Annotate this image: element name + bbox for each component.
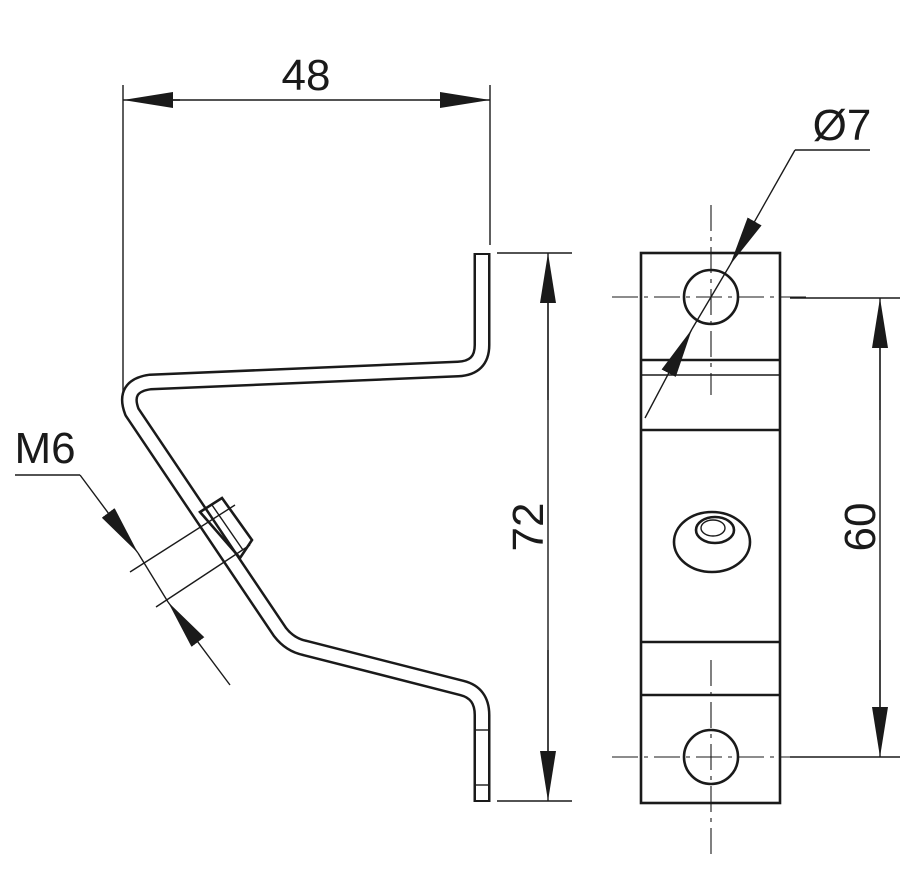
hole-spacing-dimension: 60 (790, 297, 900, 758)
hole-diameter-callout: Ø7 (644, 101, 872, 419)
width-dimension: 48 (122, 51, 491, 395)
thread-label: M6 (14, 424, 75, 473)
height-label: 72 (504, 503, 553, 552)
width-label: 48 (282, 51, 331, 100)
height-dimension: 72 (497, 252, 572, 802)
hole-diameter-label: Ø7 (813, 101, 872, 150)
nut-shape (198, 496, 254, 561)
thread-callout: M6 (14, 424, 251, 686)
center-nut (672, 510, 752, 574)
front-view (612, 205, 810, 855)
side-view-profile (120, 253, 491, 802)
hole-spacing-label: 60 (836, 503, 885, 552)
